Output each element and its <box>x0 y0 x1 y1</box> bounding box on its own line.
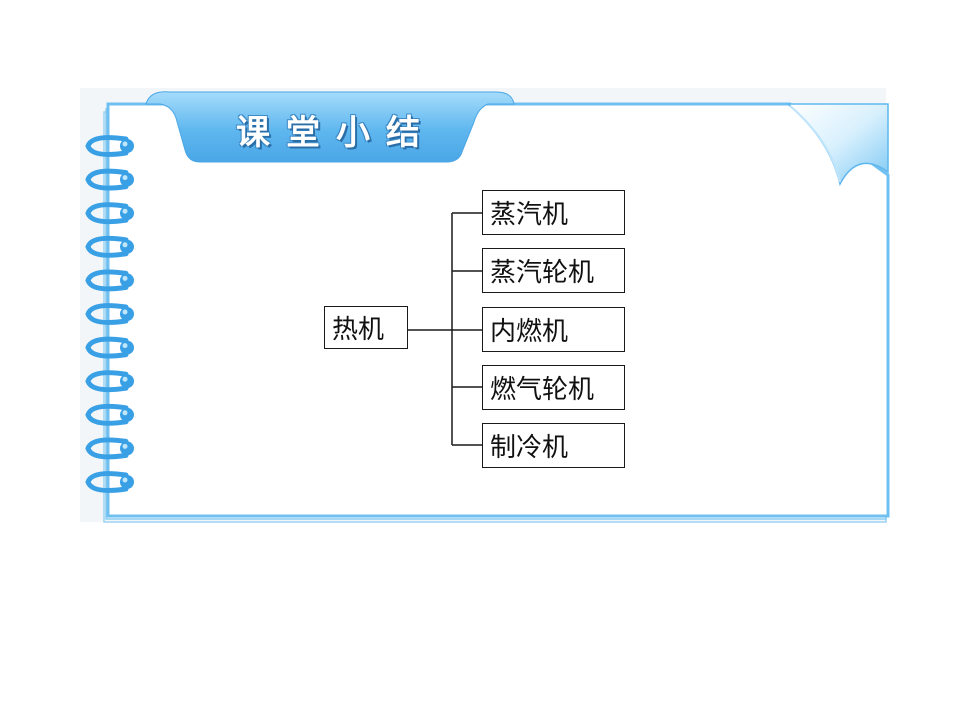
page-title: 课堂小结 <box>236 112 436 153</box>
child-node-steam-engine: 蒸汽机 <box>482 190 625 235</box>
child-node-steam-turbine: 蒸汽轮机 <box>482 248 625 293</box>
binding-ring <box>85 336 134 359</box>
binding-ring <box>85 437 134 460</box>
binding-ring <box>85 471 134 493</box>
spiral-binding <box>85 135 134 493</box>
binding-ring <box>85 269 134 292</box>
binding-ring <box>85 370 134 393</box>
binding-ring <box>85 403 134 426</box>
binding-ring <box>85 168 134 191</box>
title-tab <box>145 91 515 163</box>
binding-ring <box>85 202 134 225</box>
binding-ring <box>85 235 134 258</box>
child-node-refrigerator: 制冷机 <box>482 423 625 468</box>
binding-ring <box>85 303 134 325</box>
root-node: 热机 <box>324 306 408 349</box>
child-node-internal-combustion-engine: 内燃机 <box>482 307 625 352</box>
binding-ring <box>85 135 134 157</box>
child-node-gas-turbine: 燃气轮机 <box>482 365 625 410</box>
